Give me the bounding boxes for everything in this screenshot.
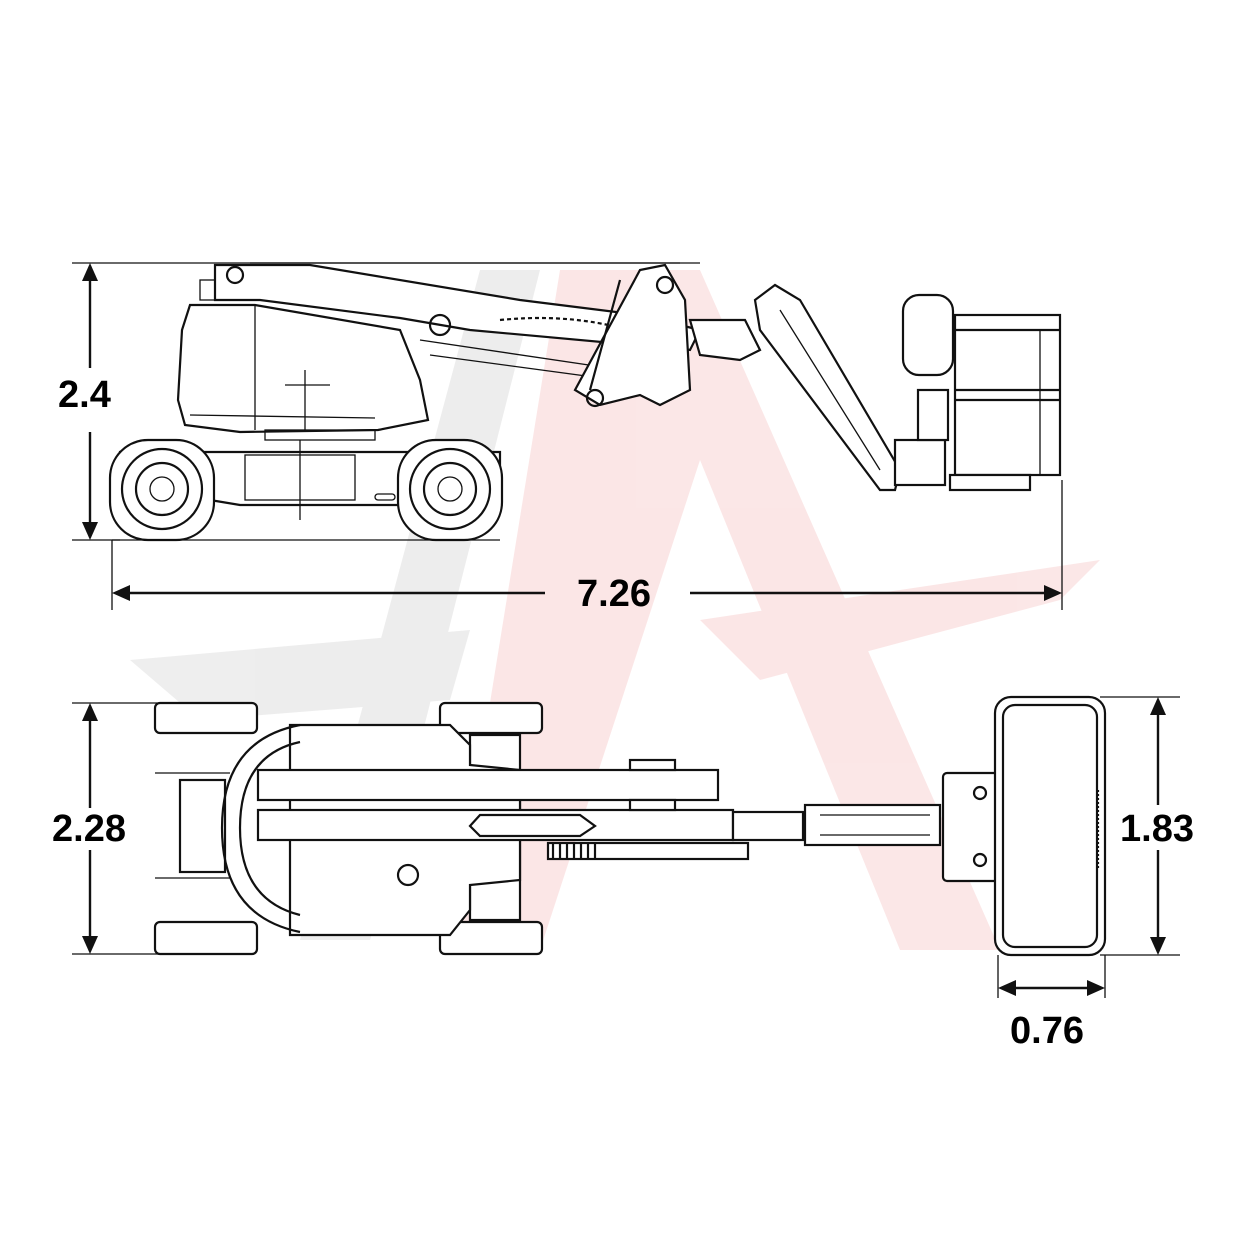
turntable-housing	[176, 303, 430, 434]
side-view	[108, 262, 1062, 542]
riser-link	[573, 263, 692, 407]
main-boom-top-upper	[256, 768, 720, 802]
rear-wheel	[396, 438, 504, 542]
jib-connector-top	[731, 810, 805, 842]
turntable-ring	[220, 723, 301, 934]
height-dimension-line	[72, 262, 700, 541]
platform-width-dimension-line	[1100, 696, 1180, 956]
width-dimension-line	[72, 702, 160, 955]
height-label: 2.4	[58, 374, 111, 416]
steer-axle	[178, 778, 227, 874]
width-label: 2.28	[52, 808, 126, 850]
boom-slot	[468, 813, 597, 838]
top-view	[153, 695, 1107, 957]
wheel-rear-left	[438, 701, 544, 735]
platform-depth-dimension-line	[997, 955, 1106, 998]
front-wheel	[108, 438, 216, 542]
wheel-rear-right	[438, 920, 544, 956]
main-boom	[213, 263, 702, 352]
cylinder-top	[628, 758, 677, 772]
wheel-front-left	[153, 701, 259, 735]
jib-top	[803, 803, 942, 847]
cable-chain-top	[546, 841, 750, 861]
platform-rotator	[893, 438, 947, 487]
length-label: 7.26	[577, 573, 651, 615]
chain-links	[551, 843, 597, 859]
platform-depth-label: 0.76	[1010, 1010, 1084, 1052]
platform-side	[901, 293, 1062, 492]
jib-connector	[688, 318, 762, 362]
wheel-front-right	[153, 920, 259, 956]
platform-top	[993, 695, 1107, 957]
platform-width-label: 1.83	[1120, 808, 1194, 850]
length-dimension-line	[111, 480, 1063, 610]
